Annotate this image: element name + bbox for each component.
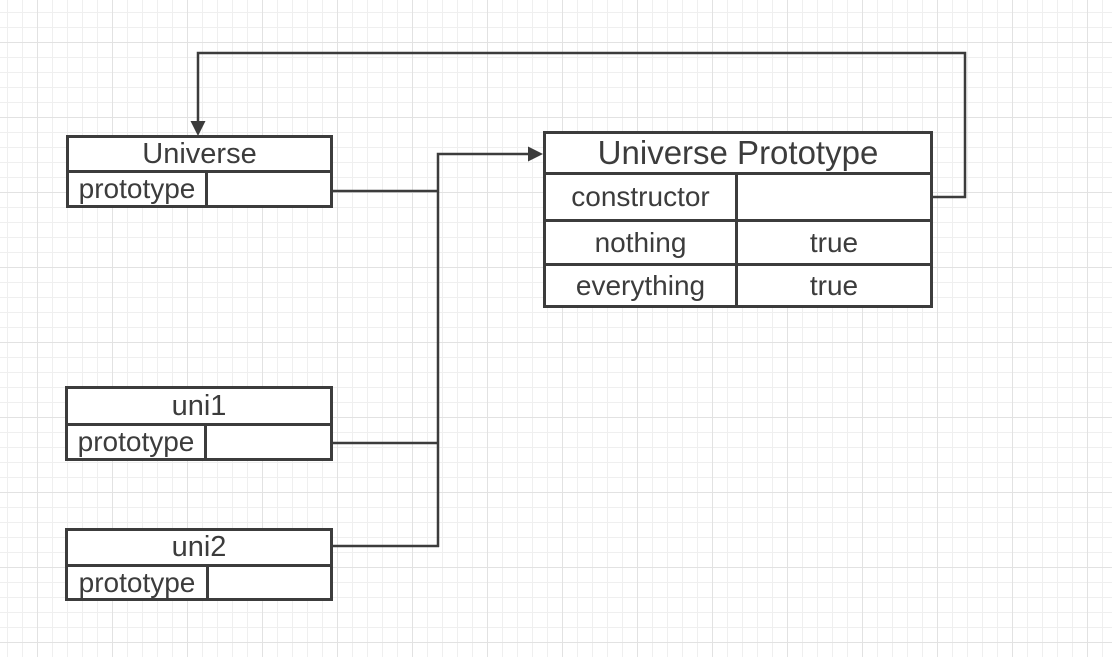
- box-universe-title: Universe: [69, 138, 330, 173]
- table-row: prototype: [68, 567, 330, 598]
- table-row: nothing true: [546, 219, 930, 263]
- box-universe-prototype-everything-key: everything: [546, 266, 738, 305]
- box-universe-prototype-nothing-value: true: [809, 226, 859, 258]
- arrowhead-right-into-universe-prototype-icon: [528, 146, 543, 162]
- box-uni2-prototype-value: [209, 567, 330, 598]
- box-universe-prototype-value: [208, 173, 330, 205]
- box-universe[interactable]: Universe prototype: [66, 135, 333, 208]
- box-universe-prototype[interactable]: Universe Prototype constructor nothing t…: [543, 131, 933, 308]
- box-uni1-prototype-value: [207, 426, 330, 458]
- table-row: prototype: [69, 173, 330, 205]
- connector-trunk-to-universe-prototype[interactable]: [436, 152, 529, 547]
- box-universe-prototype-everything-value: true: [809, 269, 859, 301]
- table-row: everything true: [546, 263, 930, 305]
- box-uni2-prototype-key: prototype: [68, 567, 209, 598]
- box-uni1[interactable]: uni1 prototype: [65, 386, 333, 461]
- box-universe-prototype-constructor-value: [738, 175, 930, 219]
- box-universe-prototype-title: Universe Prototype: [546, 134, 930, 175]
- arrowhead-down-into-universe-icon: [190, 121, 206, 136]
- box-uni1-title: uni1: [68, 389, 330, 426]
- box-universe-prototype-key: prototype: [69, 173, 208, 205]
- box-uni1-prototype-key: prototype: [68, 426, 207, 458]
- box-universe-prototype-nothing-key: nothing: [546, 222, 738, 263]
- table-row: prototype: [68, 426, 330, 458]
- table-row: constructor: [546, 175, 930, 219]
- box-uni2[interactable]: uni2 prototype: [65, 528, 333, 601]
- box-uni2-title: uni2: [68, 531, 330, 567]
- box-universe-prototype-constructor-key: constructor: [546, 175, 738, 219]
